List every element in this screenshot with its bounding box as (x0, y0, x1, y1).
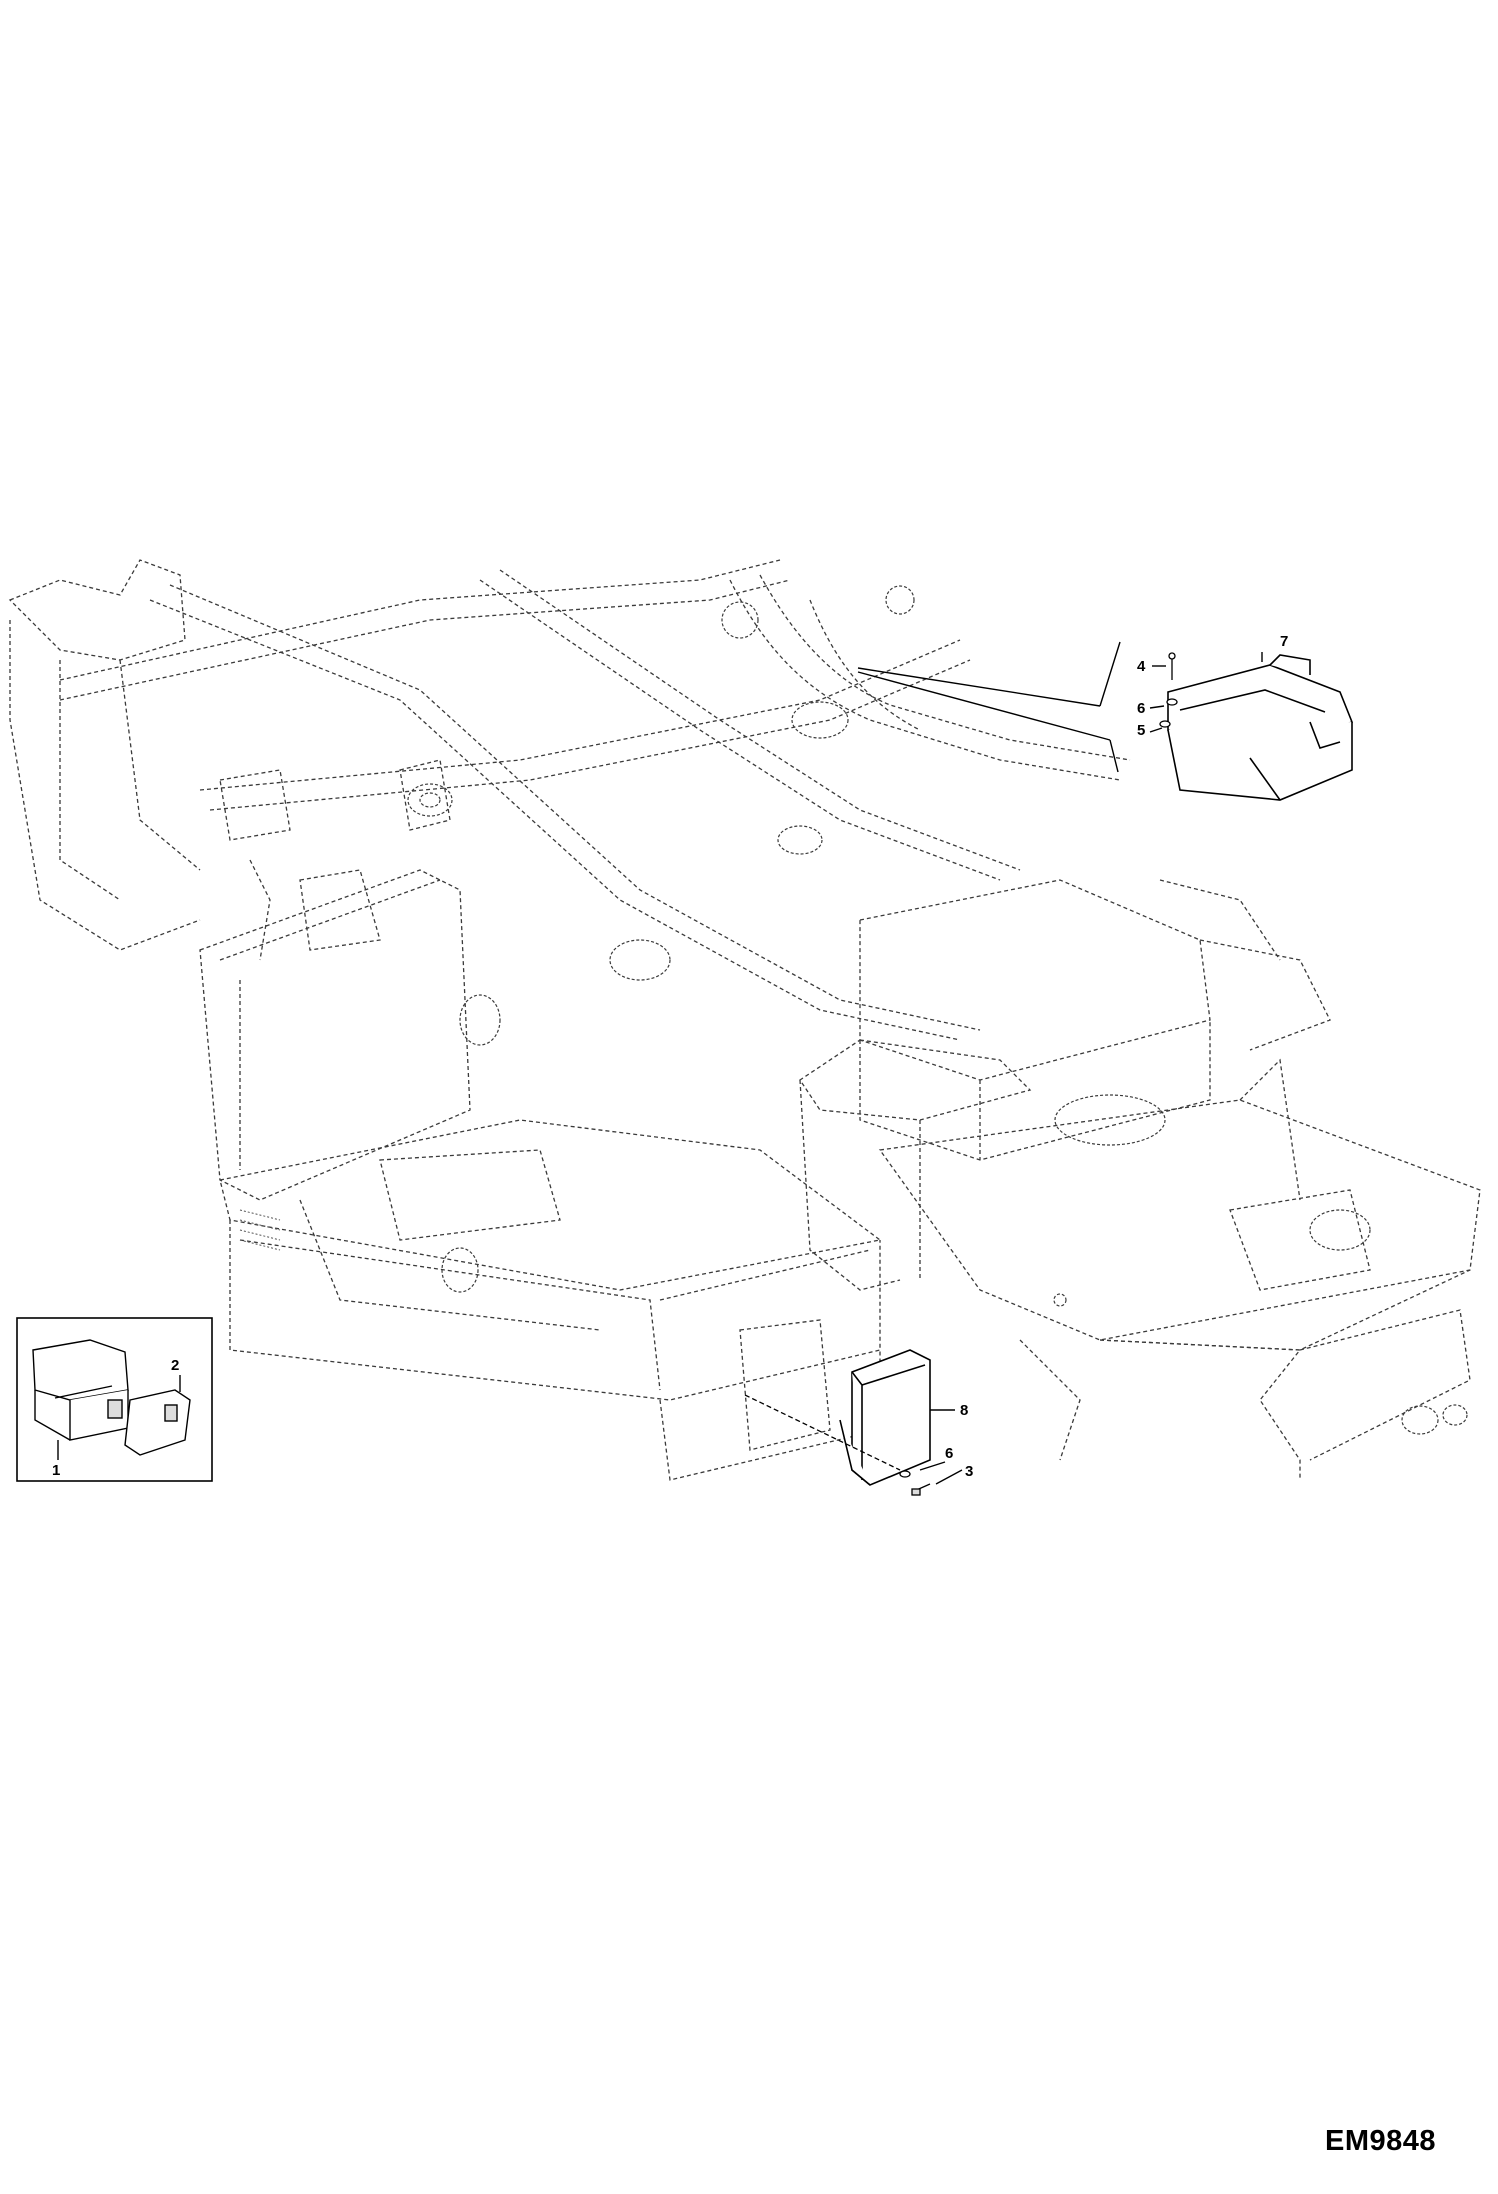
figure-code: EM9848 (1324, 2125, 1436, 2157)
callout-3: 3 (965, 1463, 973, 1480)
frame-fittings (407, 585, 1468, 1435)
storage-tray-part-7 (1167, 654, 1354, 801)
callout-8: 8 (960, 1402, 968, 1419)
cover-panel-part-8 (839, 1349, 955, 1486)
callout-2: 2 (171, 1357, 179, 1374)
callout-1: 1 (52, 1462, 60, 1479)
tray-fasteners (1159, 652, 1178, 728)
callout-6-tray: 6 (1137, 700, 1145, 717)
machine-frame (8, 559, 1481, 1481)
callout-6-panel: 6 (945, 1445, 953, 1462)
rocker-switch-part-1 (32, 1339, 129, 1460)
tray-leader-lines (857, 641, 1263, 773)
switch-cap-part-2 (124, 1375, 191, 1456)
callout-7: 7 (1280, 633, 1288, 650)
panel-fasteners (744, 1394, 963, 1496)
callout-4: 4 (1137, 658, 1146, 675)
callout-5: 5 (1137, 722, 1145, 739)
grille (239, 1209, 281, 1251)
switch-inset-box (16, 1317, 213, 1482)
